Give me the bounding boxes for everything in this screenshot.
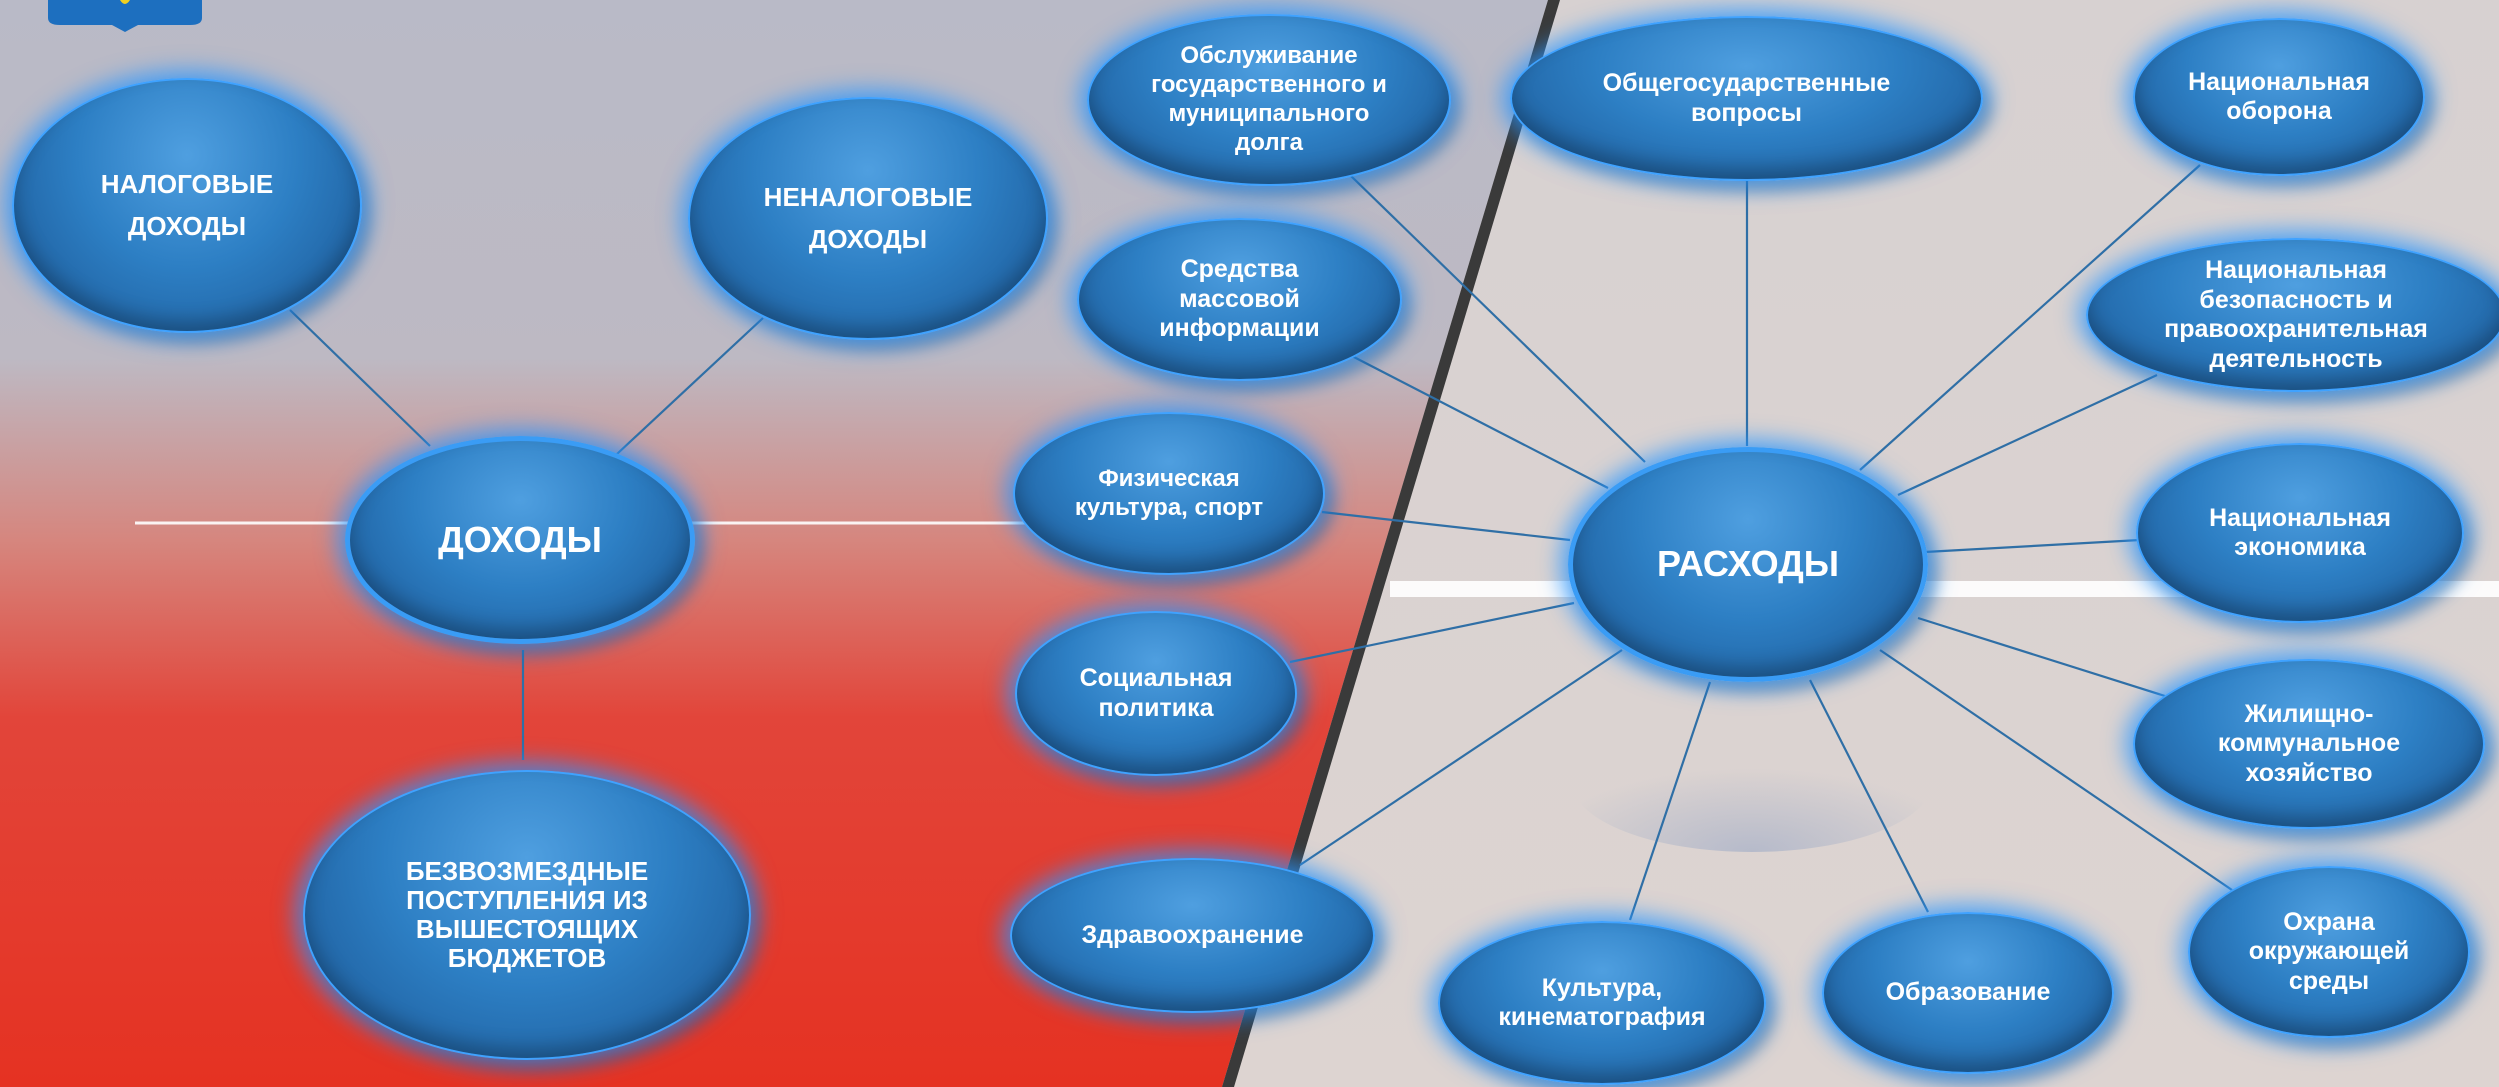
defense-node: Национальная оборона [2133, 18, 2425, 176]
expense-hub-node: РАСХОДЫ [1568, 447, 1928, 682]
debt-service-node: Обслуживание государственного и муниципа… [1087, 14, 1451, 186]
connector-expense-security [1897, 374, 2158, 496]
connector-expense-defense [1859, 164, 2201, 471]
income-hub-node: ДОХОДЫ [345, 436, 695, 644]
connector-expense-social [1289, 601, 1575, 664]
connector-expense-sport [1321, 510, 1571, 542]
housing-label: Жилищно-коммунальное хозяйство [2217, 699, 2401, 787]
connector-income-tax [289, 309, 431, 447]
environment-label: Охрана окружающей среды [2248, 907, 2410, 995]
culture-label: Культура, кинематография [1498, 973, 1706, 1032]
nontax-income-label: НЕНАЛОГОВЫЕ ДОХОДЫ [763, 181, 973, 254]
healthcare-label: Здравоохранение [1081, 920, 1304, 949]
debt-service-label: Обслуживание государственного и муниципа… [1151, 42, 1387, 156]
security-node: Национальная безопасность и правоохранит… [2086, 238, 2499, 392]
connector-expense-culture [1628, 681, 1712, 921]
connector-expense-media [1349, 354, 1609, 489]
sport-label: Физическая культура, спорт [1074, 465, 1264, 521]
logo-shield [48, 0, 202, 32]
economy-label: Национальная экономика [2209, 503, 2391, 562]
housing-node: Жилищно-коммунальное хозяйство [2133, 659, 2485, 829]
culture-node: Культура, кинематография [1438, 921, 1766, 1085]
healthcare-node: Здравоохранение [1010, 858, 1375, 1013]
hub-reflection [1572, 712, 1932, 852]
mass-media-label: Средства массовой информации [1159, 255, 1320, 343]
security-label: Национальная безопасность и правоохранит… [2164, 256, 2428, 373]
tax-income-label: НАЛОГОВЫЕ ДОХОДЫ [100, 168, 274, 241]
connector-expense-debt [1349, 174, 1646, 463]
mass-media-node: Средства массовой информации [1077, 218, 1402, 381]
connector-lines [289, 164, 2233, 921]
education-node: Образование [1822, 912, 2114, 1074]
general-issues-label: Общегосударственные вопросы [1602, 69, 1891, 127]
connector-expense-education [1809, 679, 1929, 913]
logo-emblem [120, 0, 130, 4]
connector-expense-health [1299, 649, 1623, 866]
income-hub-label: ДОХОДЫ [438, 518, 602, 560]
nontax-income-node: НЕНАЛОГОВЫЕ ДОХОДЫ [688, 97, 1048, 340]
connector-expense-housing [1917, 616, 2166, 698]
general-issues-node: Общегосударственные вопросы [1510, 16, 1983, 181]
economy-node: Национальная экономика [2136, 443, 2464, 623]
diagonal-divider [1222, 0, 1560, 1087]
social-policy-node: Социальная политика [1015, 611, 1297, 776]
transfers-income-label: БЕЗВОЗМЕЗДНЫЕ ПОСТУПЛЕНИЯ ИЗ ВЫШЕСТОЯЩИХ… [405, 855, 649, 974]
environment-node: Охрана окружающей среды [2188, 866, 2470, 1038]
connector-expense-environment [1879, 649, 2233, 891]
expense-hub-label: РАСХОДЫ [1656, 543, 1840, 585]
transfers-income-node: БЕЗВОЗМЕЗДНЫЕ ПОСТУПЛЕНИЯ ИЗ ВЫШЕСТОЯЩИХ… [303, 770, 751, 1060]
defense-label: Национальная оборона [2188, 67, 2370, 126]
tax-income-node: НАЛОГОВЫЕ ДОХОДЫ [12, 78, 362, 333]
social-policy-label: Социальная политика [1079, 664, 1233, 722]
education-label: Образование [1885, 978, 2051, 1007]
sport-node: Физическая культура, спорт [1013, 412, 1325, 575]
connector-expense-economy [1924, 538, 2141, 554]
connector-income-nontax [616, 317, 764, 455]
